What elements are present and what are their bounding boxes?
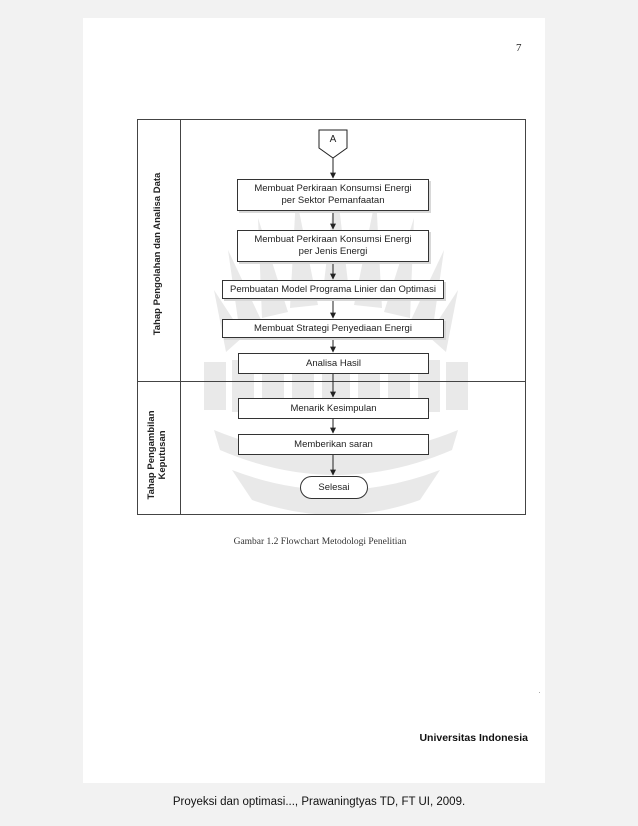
step-give-recommendations: Memberikan saran: [238, 434, 429, 455]
connector-a-label: A: [329, 134, 337, 145]
step-consumption-by-sector: Membuat Perkiraan Konsumsi Energi per Se…: [237, 179, 429, 211]
step-energy-supply-strategy: Membuat Strategi Penyediaan Energi: [222, 319, 444, 338]
institution-name: Universitas Indonesia: [419, 732, 528, 744]
step-consumption-by-energy-type-line2: per Jenis Energi: [298, 246, 368, 257]
page-number: 7: [516, 42, 522, 54]
lane-divider-horizontal: [137, 381, 526, 382]
step-consumption-by-sector-line2: per Sektor Pemanfaatan: [281, 195, 385, 206]
step-linear-programming-model: Pembuatan Model Programa Linier dan Opti…: [222, 280, 444, 299]
connector-a-shape: [318, 129, 348, 159]
terminal-end: Selesai: [300, 476, 368, 499]
step-result-analysis: Analisa Hasil: [238, 353, 429, 374]
figure-caption: Gambar 1.2 Flowchart Metodologi Peneliti…: [233, 537, 407, 547]
step-consumption-by-energy-type: Membuat Perkiraan Konsumsi Energi per Je…: [237, 230, 429, 262]
flowchart-frame: [137, 119, 526, 515]
step-draw-conclusions: Menarik Kesimpulan: [238, 398, 429, 419]
step-consumption-by-energy-type-line1: Membuat Perkiraan Konsumsi Energi: [254, 234, 412, 245]
step-consumption-by-sector-line1: Membuat Perkiraan Konsumsi Energi: [254, 183, 412, 194]
lane-divider-vertical: [180, 119, 181, 515]
footer-citation: Proyeksi dan optimasi..., Prawaningtyas …: [172, 796, 466, 808]
speck: [539, 692, 540, 693]
